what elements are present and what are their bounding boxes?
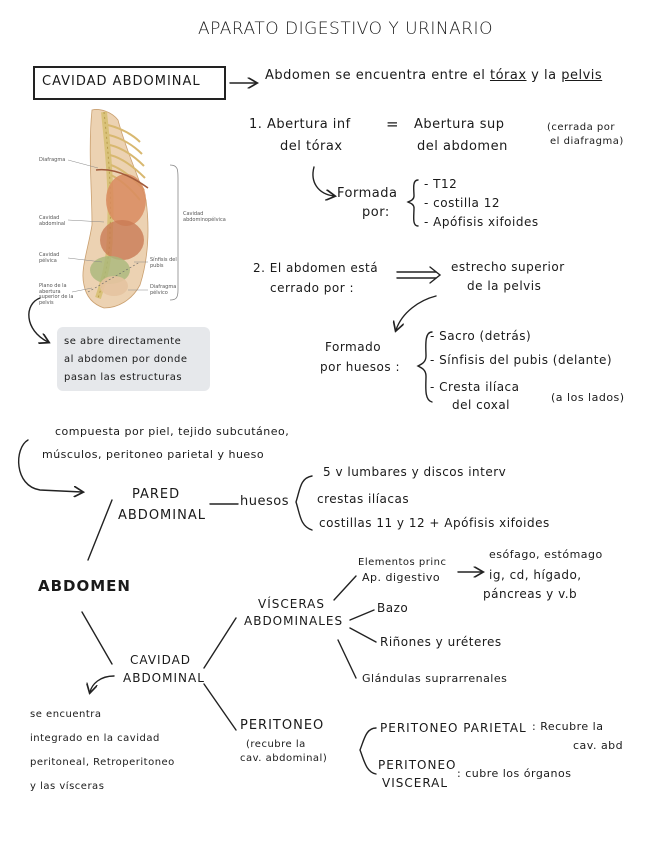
cerrado-line1: 2. El abdomen está: [253, 261, 379, 275]
grey-note-box: [57, 327, 210, 391]
pared-huesos-label: huesos: [240, 494, 289, 509]
visceras-title: ABDOMINALES: [244, 614, 344, 628]
peritoneo-visceral: VISCERAL: [382, 776, 449, 790]
peritoneo-parietal-desc: : Recubre la: [532, 720, 604, 733]
figure-label: Sínfisis del pubis: [150, 257, 177, 269]
cavidad-title: ABDOMINAL: [123, 671, 205, 685]
abdomen-label: ABDOMEN: [38, 577, 131, 595]
apertura-note1: (cerrada por: [547, 122, 615, 133]
apertura-line1-right: Abertura sup: [414, 117, 505, 132]
cavidad-note-line: y las vísceras: [30, 781, 105, 792]
apertura-line1-left: 1. Abertura inf: [249, 117, 351, 132]
estrecho-line1: estrecho superior: [451, 260, 565, 274]
digestivo-item: esófago, estómago: [489, 548, 603, 561]
peritoneo-sub: (recubre la: [246, 739, 306, 750]
visceras-item: Bazo: [377, 601, 409, 615]
apertura-line2-left: del tórax: [280, 139, 343, 154]
huesos-item: - Sínfisis del pubis (delante): [430, 353, 613, 367]
elementos-label: Elementos princ: [358, 557, 447, 568]
estrecho-line2: de la pelvis: [467, 279, 542, 293]
formada-item: - Apófisis xifoides: [424, 215, 539, 229]
pared-item: crestas ilíacas: [317, 492, 410, 506]
lados-note: (a los lados): [551, 391, 625, 404]
cerrado-line2: cerrado por :: [270, 281, 355, 295]
figure-label: Cavidad abdominopélvica: [183, 211, 226, 223]
cavidad-abdominal-box: [33, 66, 226, 100]
huesos-item: del coxal: [452, 398, 511, 412]
visceras-item: Glándulas suprarrenales: [362, 672, 508, 685]
cavidad-note-line: se encuentra: [30, 709, 102, 720]
formada-por-label: por:: [362, 205, 390, 220]
huesos-item: - Sacro (detrás): [430, 329, 532, 343]
grey-note-line: se abre directamente: [64, 336, 182, 347]
apertura-note2: el diafragma): [550, 136, 624, 147]
peritoneo-visceral: PERITONEO: [378, 758, 457, 772]
huesos-item: - Cresta ilíaca: [430, 380, 520, 394]
pared-item: costillas 11 y 12 + Apófisis xifoides: [319, 516, 550, 530]
cavidad-title: CAVIDAD: [130, 653, 192, 667]
cavidad-note-line: integrado en la cavidad: [30, 733, 160, 744]
pared-note-line: compuesta por piel, tejido subcutáneo,: [55, 425, 290, 438]
elementos-label: Ap. digestivo: [362, 571, 441, 584]
cavidad-note-line: peritoneal, Retroperitoneo: [30, 757, 175, 768]
page-title: APARATO DIGESTIVO Y URINARIO: [198, 19, 493, 39]
peritoneo-visceral-desc: : cubre los órganos: [457, 767, 572, 780]
peritoneo-title: PERITONEO: [240, 718, 325, 733]
formada-item: - costilla 12: [424, 196, 500, 210]
visceras-title: VÍSCERAS: [258, 597, 326, 611]
intro-pre: Abdomen se encuentra entre el: [265, 68, 486, 83]
intro-torax: tórax: [489, 68, 527, 83]
grey-note-line: pasan las estructuras: [64, 372, 183, 383]
formada-item: - T12: [424, 177, 458, 191]
apertura-equals: =: [386, 115, 400, 133]
digestivo-item: ig, cd, hígado,: [489, 568, 582, 582]
peritoneo-parietal-desc: cav. abd: [573, 739, 624, 752]
figure-label: Cavidad abdominal: [39, 215, 66, 227]
formado-label: Formado: [325, 340, 382, 354]
formado-por-label: por huesos :: [320, 360, 401, 374]
figure-label: Plano de la abertura superior de la pelv…: [39, 283, 74, 306]
intro-pelvis: pelvis: [561, 68, 603, 83]
pared-note-line: músculos, peritoneo parietal y hueso: [42, 448, 265, 461]
intro-mid: y la: [531, 68, 557, 83]
visceras-item: Riñones y uréteres: [380, 635, 502, 649]
pared-title: PARED: [132, 487, 181, 502]
figure-label: Diafragma: [39, 157, 66, 163]
figure-label: Diafragma pélvico: [150, 284, 177, 296]
peritoneo-parietal: PERITONEO PARIETAL: [380, 721, 527, 735]
digestivo-item: páncreas y v.b: [483, 587, 578, 601]
pared-title: ABDOMINAL: [118, 508, 206, 523]
grey-note-line: al abdomen por donde: [64, 354, 188, 365]
formada-label: Formada: [337, 186, 398, 201]
apertura-line2-right: del abdomen: [417, 139, 508, 154]
figure-label: Cavidad pélvica: [39, 252, 60, 264]
cavidad-abdominal-label: CAVIDAD ABDOMINAL: [42, 74, 201, 89]
intro-line: Abdomen se encuentra entre el tórax y la…: [265, 68, 603, 83]
peritoneo-sub: cav. abdominal): [240, 753, 328, 764]
pared-item: 5 v lumbares y discos interv: [323, 465, 507, 479]
